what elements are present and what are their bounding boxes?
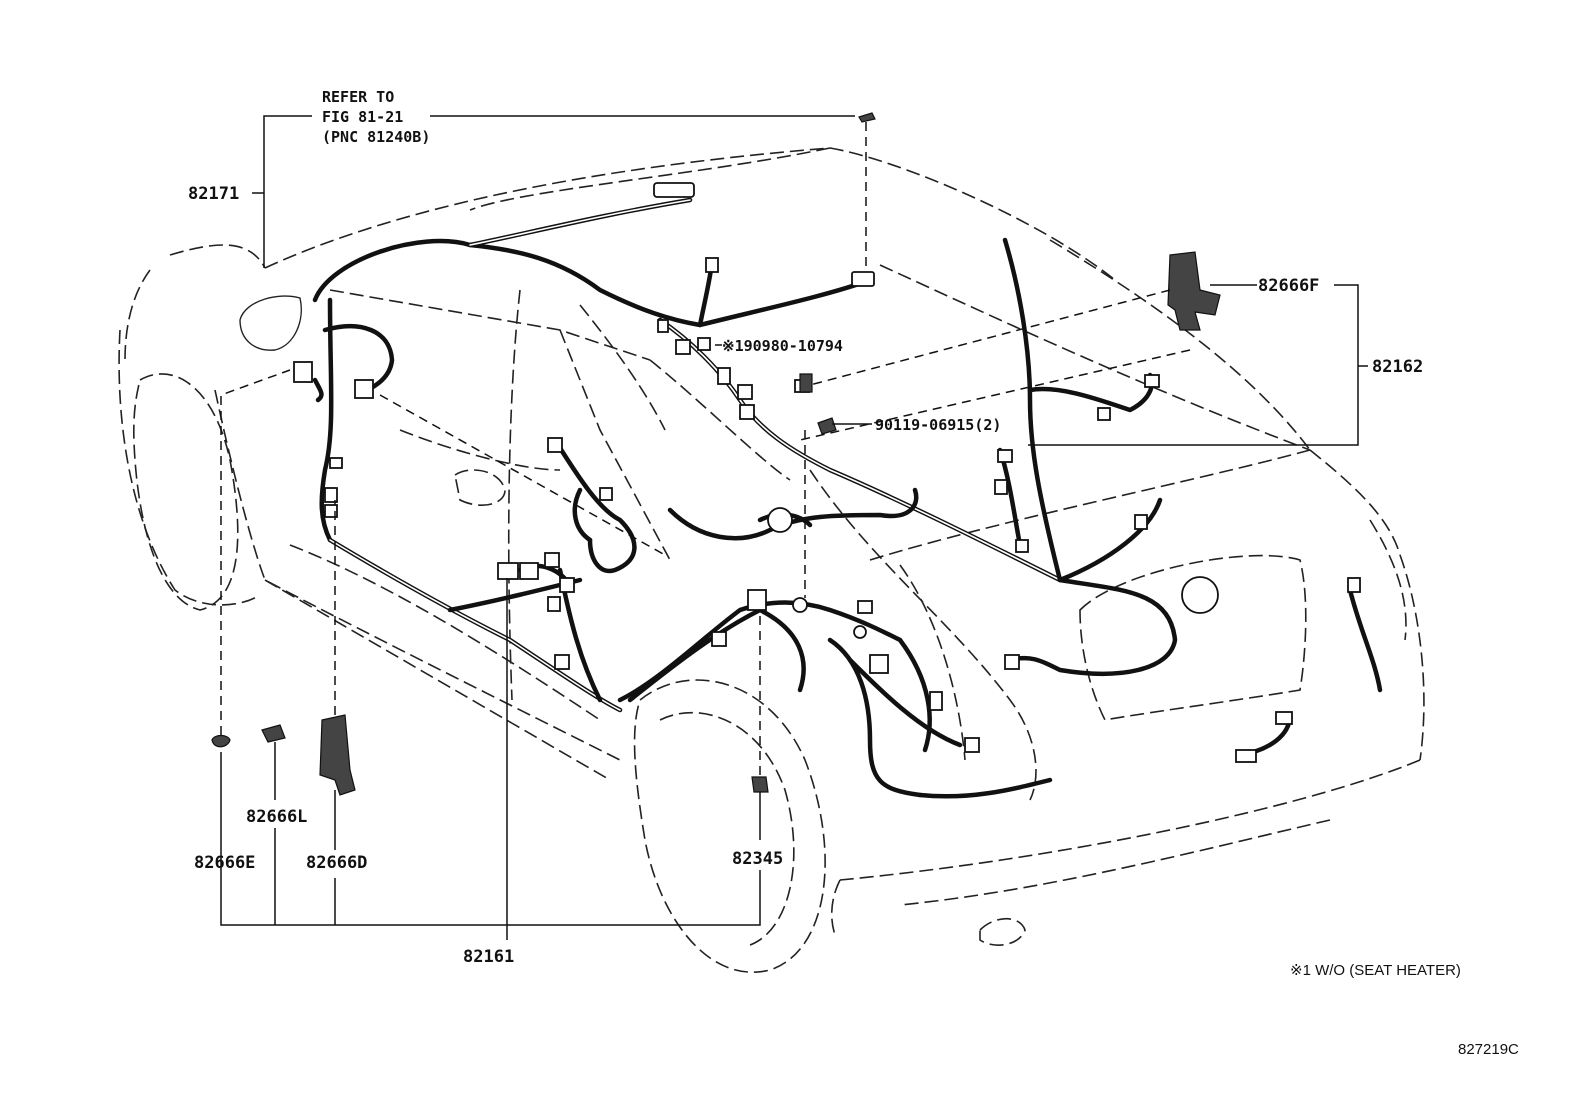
- label-82162: 82162: [1372, 357, 1423, 377]
- label-82666D: 82666D: [306, 853, 367, 873]
- footnote: ※1 W/O (SEAT HEATER): [1290, 962, 1461, 979]
- projection-lines: [220, 122, 1191, 775]
- label-190980-10794: ※190980-10794: [722, 337, 843, 355]
- leader-lines: [220, 115, 1368, 940]
- label-82345: 82345: [732, 849, 783, 869]
- label-82666L: 82666L: [246, 807, 307, 827]
- part-82666E-icon: [211, 734, 231, 748]
- refer-line-3: (PNC 81240B): [322, 128, 430, 146]
- clamp-190980-icon: [799, 373, 813, 393]
- part-82345-icon: [751, 776, 769, 793]
- label-90119-06915: 90119-06915(2): [875, 416, 1001, 434]
- bolt-90119-icon: [817, 417, 837, 435]
- label-82171: 82171: [188, 184, 239, 204]
- part-82666F-icon: [1167, 251, 1221, 331]
- connector-group: [293, 182, 1361, 763]
- car-body-outline: [118, 147, 1425, 973]
- figure-id: 827219C: [1458, 1041, 1519, 1058]
- clip-icon: [858, 112, 876, 123]
- part-82666L-icon: [261, 724, 286, 743]
- label-82161: 82161: [463, 947, 514, 967]
- part-82666D-icon: [319, 714, 356, 796]
- callout-labels: REFER TO FIG 81-21 (PNC 81240B) 82171 82…: [188, 88, 1519, 1058]
- refer-line-2: FIG 81-21: [322, 108, 403, 126]
- refer-line-1: REFER TO: [322, 88, 394, 106]
- label-82666F: 82666F: [1258, 276, 1319, 296]
- mirror-icon: [239, 295, 302, 351]
- label-82666E: 82666E: [194, 853, 255, 873]
- wire-harness-group: [312, 197, 1383, 799]
